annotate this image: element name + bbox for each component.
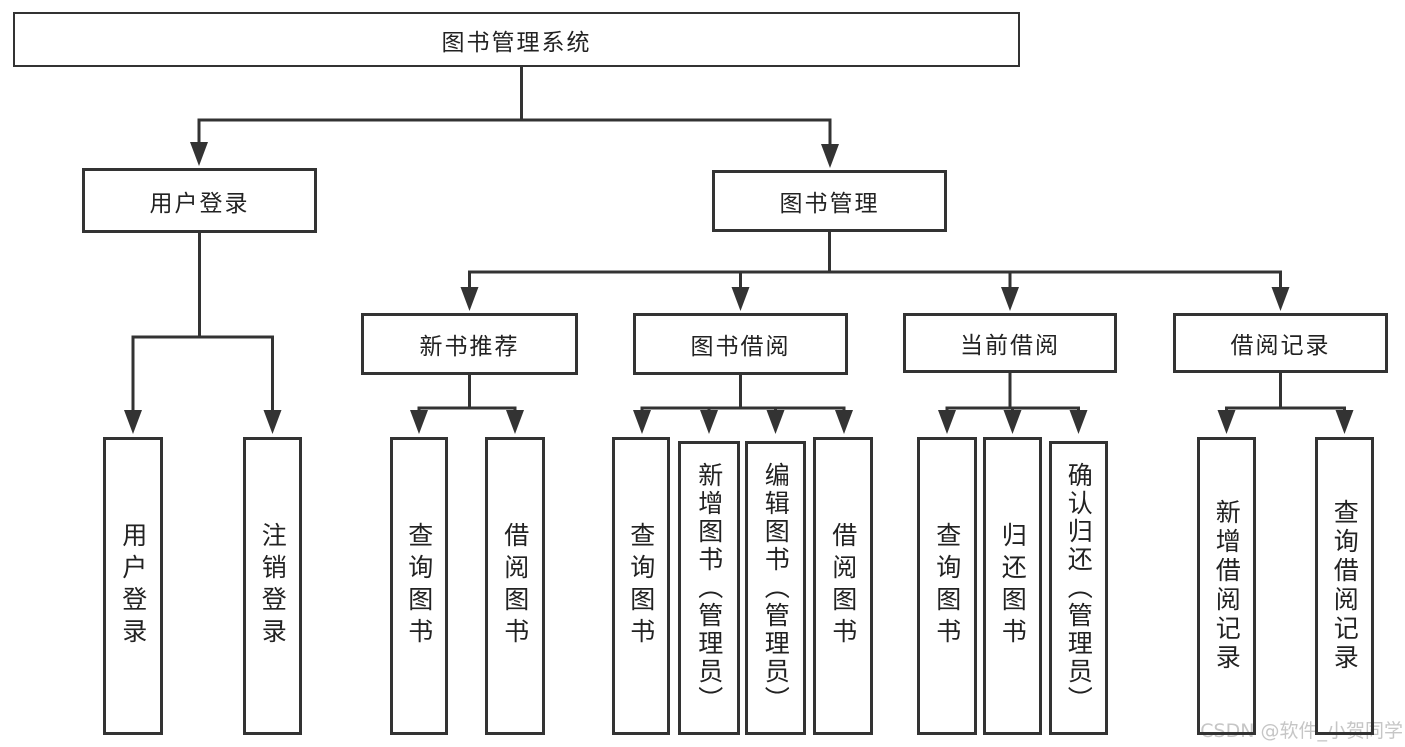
leaf-label: 新增借阅记录	[1212, 499, 1242, 673]
node-current-borrowing: 当前借阅	[903, 313, 1117, 373]
leaf-query-books-recommend: 查询图书	[390, 437, 448, 735]
leaf-label: 注销登录	[258, 522, 288, 650]
node-label: 图书管理	[779, 191, 880, 217]
node-root: 图书管理系统	[13, 12, 1020, 67]
leaf-edit-books-admin: 编辑图书（管理员）	[745, 441, 806, 735]
leaf-borrow-books-borrow: 借阅图书	[813, 437, 873, 735]
node-label: 借阅记录	[1230, 333, 1331, 359]
leaf-label: 归还图书	[998, 522, 1028, 650]
leaf-query-borrow-record: 查询借阅记录	[1315, 437, 1374, 735]
node-label: 新书推荐	[419, 334, 520, 360]
node-book-borrowing: 图书借阅	[633, 313, 848, 375]
leaf-label: 借阅图书	[828, 522, 858, 650]
leaf-confirm-return-admin: 确认归还（管理员）	[1049, 441, 1108, 735]
leaf-user-login: 用户登录	[103, 437, 163, 735]
leaf-label: 借阅图书	[500, 522, 530, 650]
leaf-label: 新增图书（管理员）	[694, 462, 724, 714]
leaf-query-books-current: 查询图书	[917, 437, 977, 735]
leaf-label: 查询借阅记录	[1330, 499, 1360, 673]
leaf-borrow-books-recommend: 借阅图书	[485, 437, 545, 735]
leaf-label: 查询图书	[404, 522, 434, 650]
leaf-return-books: 归还图书	[983, 437, 1042, 735]
node-label: 图书管理系统	[441, 29, 592, 56]
leaf-query-books-borrow: 查询图书	[612, 437, 670, 735]
leaf-label: 编辑图书（管理员）	[761, 462, 791, 714]
leaf-add-books-admin: 新增图书（管理员）	[678, 441, 740, 735]
node-label: 当前借阅	[960, 333, 1060, 359]
csdn-watermark: CSDN @软件_小贺同学	[1200, 720, 1403, 742]
leaf-add-borrow-record: 新增借阅记录	[1197, 437, 1256, 735]
leaf-label: 查询图书	[626, 522, 656, 650]
leaf-label: 用户登录	[118, 522, 148, 650]
node-user-login: 用户登录	[82, 168, 317, 233]
leaf-label: 查询图书	[932, 522, 962, 650]
leaf-logout: 注销登录	[243, 437, 302, 735]
node-label: 用户登录	[149, 190, 250, 217]
node-new-book-recommend: 新书推荐	[361, 313, 578, 375]
leaf-label: 确认归还（管理员）	[1064, 462, 1094, 714]
node-book-management: 图书管理	[712, 170, 947, 232]
node-label: 图书借阅	[690, 334, 791, 360]
node-borrow-records: 借阅记录	[1173, 313, 1388, 373]
